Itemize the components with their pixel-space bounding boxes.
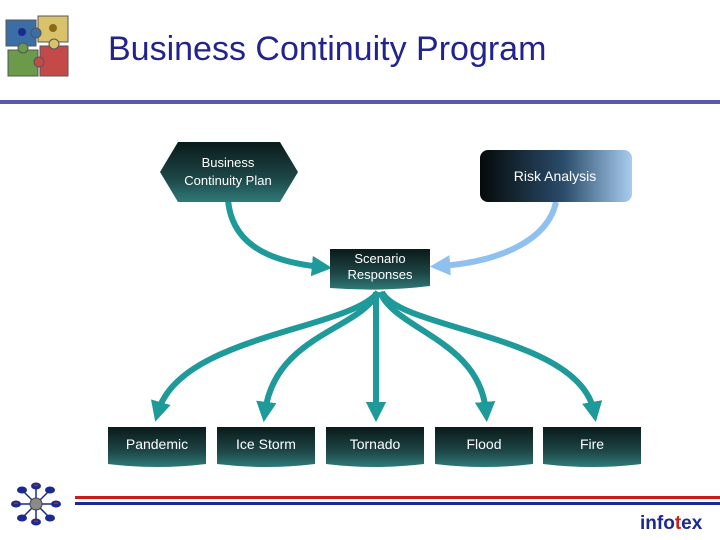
pandemic-label: Pandemic: [126, 436, 188, 452]
footer-divider-red: [75, 496, 720, 499]
arrow-to-flood: [377, 290, 496, 423]
arrow-risk-to-scenario: [429, 201, 559, 276]
node-risk-analysis: Risk Analysis: [480, 150, 632, 202]
brand-part-accent: t: [674, 513, 682, 534]
node-fire: Fire: [543, 427, 641, 467]
page-title: Business Continuity Program: [108, 30, 547, 68]
arrow-plan-to-scenario: [225, 199, 333, 277]
network-hub-icon: [11, 482, 61, 526]
puzzle-logo-icon: [5, 15, 69, 77]
brand-part-ex: ex: [681, 513, 703, 534]
flood-label: Flood: [466, 436, 501, 452]
scenario-label-line1: Scenario: [354, 251, 405, 266]
arrow-to-pandemic: [151, 290, 381, 422]
node-tornado: Tornado: [326, 427, 424, 467]
plan-label-line1: Business: [202, 155, 255, 170]
header-divider: [0, 100, 720, 104]
arrow-to-ice-storm: [256, 290, 381, 423]
node-business-continuity-plan: Business Continuity Plan: [160, 142, 298, 202]
plan-label-line2: Continuity Plan: [184, 173, 271, 188]
node-ice-storm: Ice Storm: [217, 427, 315, 467]
node-scenario-responses: Scenario Responses: [330, 249, 430, 290]
risk-label: Risk Analysis: [514, 168, 596, 184]
brand-wordmark: infotex: [640, 513, 702, 535]
brand-part-info: info: [640, 513, 675, 534]
footer-divider-blue: [75, 502, 720, 505]
node-flood: Flood: [435, 427, 533, 467]
node-pandemic: Pandemic: [108, 427, 206, 467]
tornado-label: Tornado: [350, 436, 401, 452]
scenario-label-line2: Responses: [347, 267, 413, 282]
arrow-to-fire: [379, 290, 603, 423]
fire-label: Fire: [580, 436, 604, 452]
ice-storm-label: Ice Storm: [236, 436, 296, 452]
